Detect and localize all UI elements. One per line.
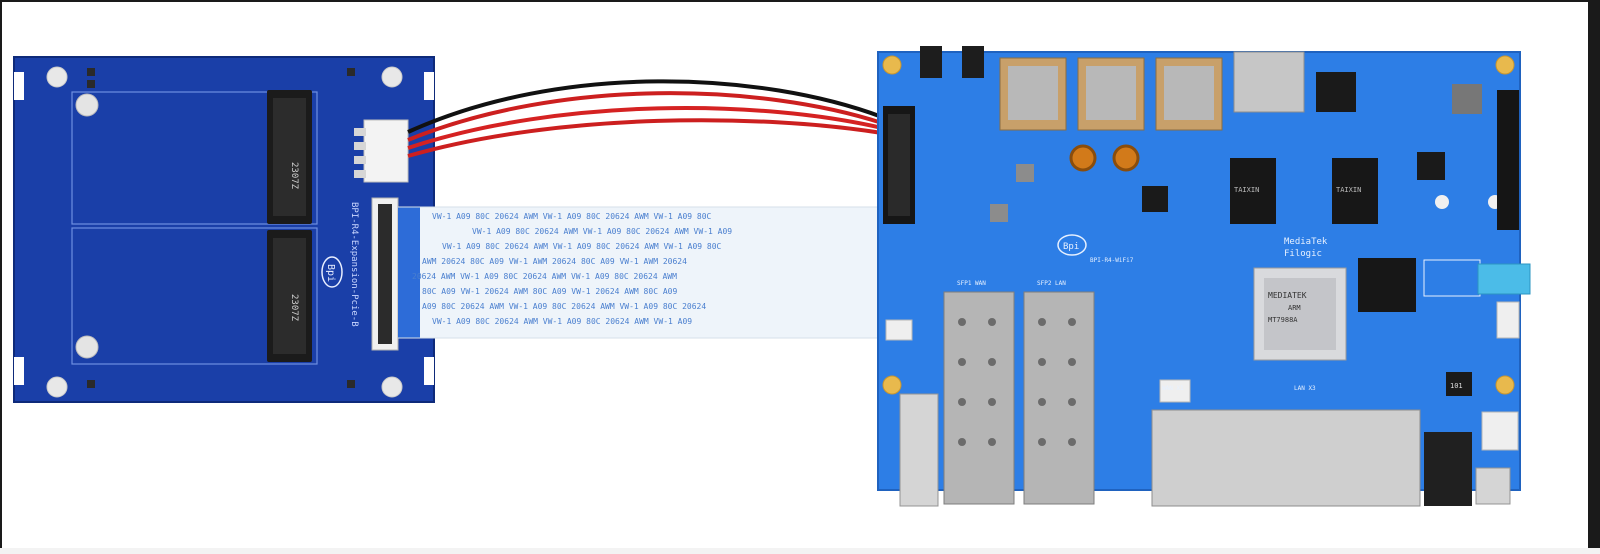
svg-text:VW-1 A09 80C 20624 AWM: VW-1 A09 80C 20624 AWM VW-1 A09 80C 2062… xyxy=(442,242,722,251)
brand-text-mediatek: MediaTek xyxy=(1284,237,1328,247)
sim-holders xyxy=(999,51,1305,131)
soc-marking: ARM xyxy=(1288,304,1301,312)
brand-text-filogic: Filogic xyxy=(1284,249,1322,259)
mem-chip-2-label: TAIXIN xyxy=(1336,186,1361,194)
ribbon-cable: VW-1 A09 80C 20624 AWM VW-1 A09 80C 2062… xyxy=(398,206,882,339)
main-board-logo: Bpi xyxy=(1063,242,1079,252)
sfp-cages: SFP1 WAN SFP2 LAN xyxy=(943,280,1095,505)
svg-text:2307Z: 2307Z xyxy=(289,294,299,322)
soc-part: MT7988A xyxy=(1268,316,1298,324)
svg-text:20624 AWM VW-1 A09 80C: 20624 AWM VW-1 A09 80C 20624 AWM VW-1 A0… xyxy=(412,272,677,281)
power-cable xyxy=(407,79,883,158)
svg-text:A09 80C 20624 AWM VW-1: A09 80C 20624 AWM VW-1 A09 80C 20624 AWM… xyxy=(422,302,706,311)
frame-bottom xyxy=(0,548,1600,554)
frame-border xyxy=(1588,0,1600,554)
expansion-logo: Bpi xyxy=(325,264,336,282)
sfp2-label: SFP2 LAN xyxy=(1037,280,1066,287)
lan-label: LAN X3 xyxy=(1294,385,1316,392)
svg-text:VW-1 A09 80C 20624 AWM: VW-1 A09 80C 20624 AWM VW-1 A09 80C 2062… xyxy=(472,227,732,236)
expansion-board-label: BPI-R4-Expansion-Pcie-B xyxy=(349,202,359,327)
soc-brand: MEDIATEK xyxy=(1268,291,1307,300)
svg-text:80C A09 VW-1 20624 AWM: 80C A09 VW-1 20624 AWM 80C A09 VW-1 2062… xyxy=(422,287,677,296)
svg-text:BPI-R4-Expansion-Pcie-B: BPI-R4-Expansion-Pcie-B xyxy=(349,202,359,327)
main-board-model: BPI-R4-WiFi7 xyxy=(1090,257,1134,264)
expansion-board: 2307Z 2307Z BPI-R4-Expansion-Pcie-B Bpi xyxy=(13,56,435,403)
main-board: TAIXIN TAIXIN MediaTek Filogic MEDIATEK … xyxy=(877,46,1531,507)
svg-text:VW-1 A09 80C 20624 AWM: VW-1 A09 80C 20624 AWM VW-1 A09 80C 2062… xyxy=(432,317,692,326)
rj45-ports xyxy=(1151,409,1421,507)
svg-text:2307Z: 2307Z xyxy=(289,162,299,190)
svg-text:VW-1 A09 80C 20624 AWM: VW-1 A09 80C 20624 AWM VW-1 A09 80C 2062… xyxy=(432,212,712,221)
sfp1-label: SFP1 WAN xyxy=(957,280,986,287)
chip-101-label: 101 xyxy=(1450,382,1463,390)
svg-text:AWM 20624 80C A09 VW-1: AWM 20624 80C A09 VW-1 AWM 20624 80C A09… xyxy=(422,257,687,266)
wan-label: WAN X1 xyxy=(1162,385,1184,392)
mem-chip-1-label: TAIXIN xyxy=(1234,186,1259,194)
